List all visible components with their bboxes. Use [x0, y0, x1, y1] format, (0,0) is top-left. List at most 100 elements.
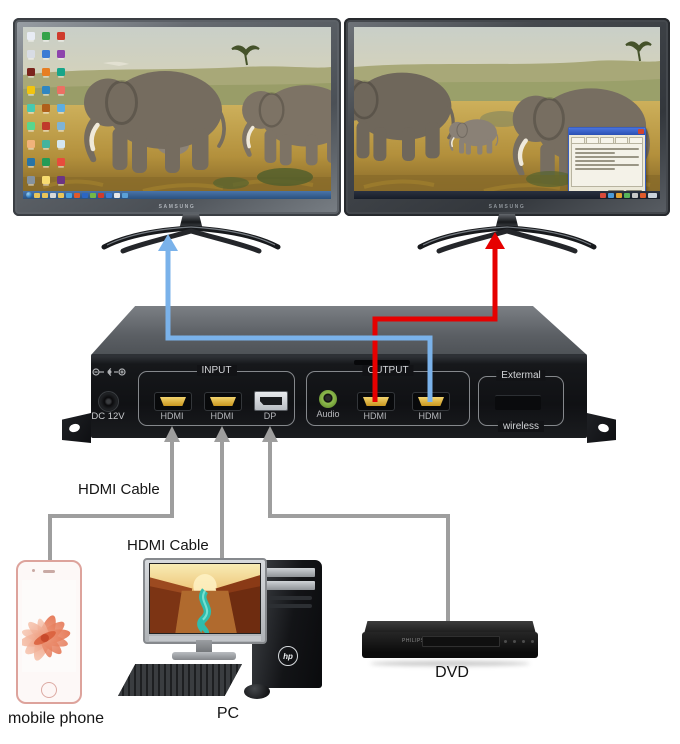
- hdmi-output-port-2: [412, 392, 450, 411]
- left-monitor: SAMSUNG: [13, 18, 341, 254]
- app-icon: [57, 50, 65, 58]
- phone-speaker-icon: [43, 570, 55, 573]
- app-icon: [57, 68, 65, 76]
- dc-power-jack: [98, 391, 119, 412]
- app-icon: [632, 192, 638, 198]
- hdmi-output-1-label: HDMI: [363, 411, 387, 421]
- properties-dialog-window: [568, 127, 646, 198]
- app-icon: [66, 192, 72, 198]
- savanna-wallpaper-right: [354, 27, 660, 199]
- keyboard: [118, 664, 242, 696]
- app-icon: [27, 86, 35, 94]
- app-icon: [57, 104, 65, 112]
- hdmi-cable-label-2: HDMI Cable: [127, 537, 209, 554]
- app-icon: [600, 192, 606, 198]
- hdmi-input-2-label: HDMI: [210, 411, 234, 421]
- dialog-body: [571, 143, 643, 187]
- hdmi-output-port-1: [357, 392, 395, 411]
- dialog-close-icon: [638, 129, 644, 134]
- app-icon: [27, 122, 35, 130]
- left-tv-brand-logo: SAMSUNG: [158, 204, 196, 210]
- canyon-wallpaper: [150, 564, 260, 633]
- dvd-top-face: [364, 621, 536, 634]
- app-icon: [114, 192, 120, 198]
- phone-home-button: [41, 682, 57, 698]
- dvd-disc-tray: [422, 636, 500, 647]
- desktop-icon-grid: [27, 32, 66, 184]
- philips-logo: PHILIPS: [402, 638, 425, 644]
- app-icon: [42, 68, 50, 76]
- app-icon: [42, 104, 50, 112]
- dialog-title-bar: [569, 128, 645, 135]
- audio-label: Audio: [316, 409, 340, 419]
- monitor-chin: [149, 636, 261, 641]
- hdmi-input-port-2: [204, 392, 242, 411]
- audio-jack-icon: [319, 390, 337, 408]
- pc-monitor-screen: [149, 563, 261, 634]
- dvd-shadow: [370, 661, 530, 666]
- app-icon: [42, 86, 50, 94]
- dvd-buttons: [504, 640, 534, 643]
- app-icon: [27, 32, 35, 40]
- app-icon: [82, 192, 88, 198]
- app-icon: [122, 192, 128, 198]
- external-group-label: Extermal: [496, 370, 546, 381]
- app-icon: [58, 192, 64, 198]
- mobile-phone: [16, 560, 82, 704]
- start-orb-icon: [26, 192, 32, 198]
- app-icon: [616, 192, 622, 198]
- wireless-module-slot: [495, 395, 541, 410]
- app-icon: [42, 32, 50, 40]
- right-monitor-screen: [354, 27, 660, 199]
- phone-camera-icon: [32, 569, 35, 572]
- monitor-base: [172, 652, 236, 660]
- screw-hole: [597, 422, 610, 434]
- hdmi-connector-icon: [210, 397, 236, 406]
- app-icon: [50, 192, 56, 198]
- app-icon: [57, 122, 65, 130]
- blue-arrowhead: [158, 234, 178, 251]
- app-icon: [27, 158, 35, 166]
- app-icon: [57, 32, 65, 40]
- left-tv-stand: [101, 214, 281, 254]
- mouse: [244, 684, 270, 699]
- phone-screen: [22, 580, 76, 672]
- app-icon: [624, 192, 630, 198]
- app-icon: [640, 192, 646, 198]
- tower-vent: [262, 604, 312, 608]
- left-monitor-screen: [23, 27, 331, 199]
- app-icon: [57, 158, 65, 166]
- red-arrowhead: [485, 232, 505, 249]
- dvd-label: DVD: [435, 664, 469, 681]
- dp-input-label: DP: [263, 411, 277, 421]
- switcher-top-panel: [91, 306, 587, 355]
- hdmi-cable-label-1: HDMI Cable: [78, 481, 160, 498]
- dc-power-label: DC 12V: [91, 411, 125, 422]
- output-group-label: OUTPUT: [362, 365, 414, 376]
- hdmi-connector-icon: [160, 397, 186, 406]
- hp-logo: hp: [278, 646, 298, 666]
- app-icon: [57, 140, 65, 148]
- app-icon: [57, 176, 65, 184]
- dp-input-port: [254, 391, 288, 411]
- app-icon: [42, 176, 50, 184]
- savanna-wallpaper-left: [23, 27, 331, 199]
- right-tv-stand: [417, 214, 597, 254]
- dp-connector-icon: [260, 397, 282, 405]
- app-icon: [42, 50, 50, 58]
- elephant-partial-left: [354, 70, 456, 163]
- app-icon: [57, 86, 65, 94]
- app-icon: [27, 50, 35, 58]
- app-icon: [27, 140, 35, 148]
- app-icon: [27, 68, 35, 76]
- hdmi-input-port-1: [154, 392, 192, 411]
- app-icon: [74, 192, 80, 198]
- screw-hole: [68, 422, 81, 434]
- mounting-ear-right: [587, 413, 616, 443]
- app-icon: [42, 192, 48, 198]
- drive-bay: [259, 568, 315, 577]
- wireless-group-label: wireless: [497, 421, 545, 432]
- hdmi-output-2-label: HDMI: [418, 411, 442, 421]
- hdmi-connector-icon: [418, 397, 444, 406]
